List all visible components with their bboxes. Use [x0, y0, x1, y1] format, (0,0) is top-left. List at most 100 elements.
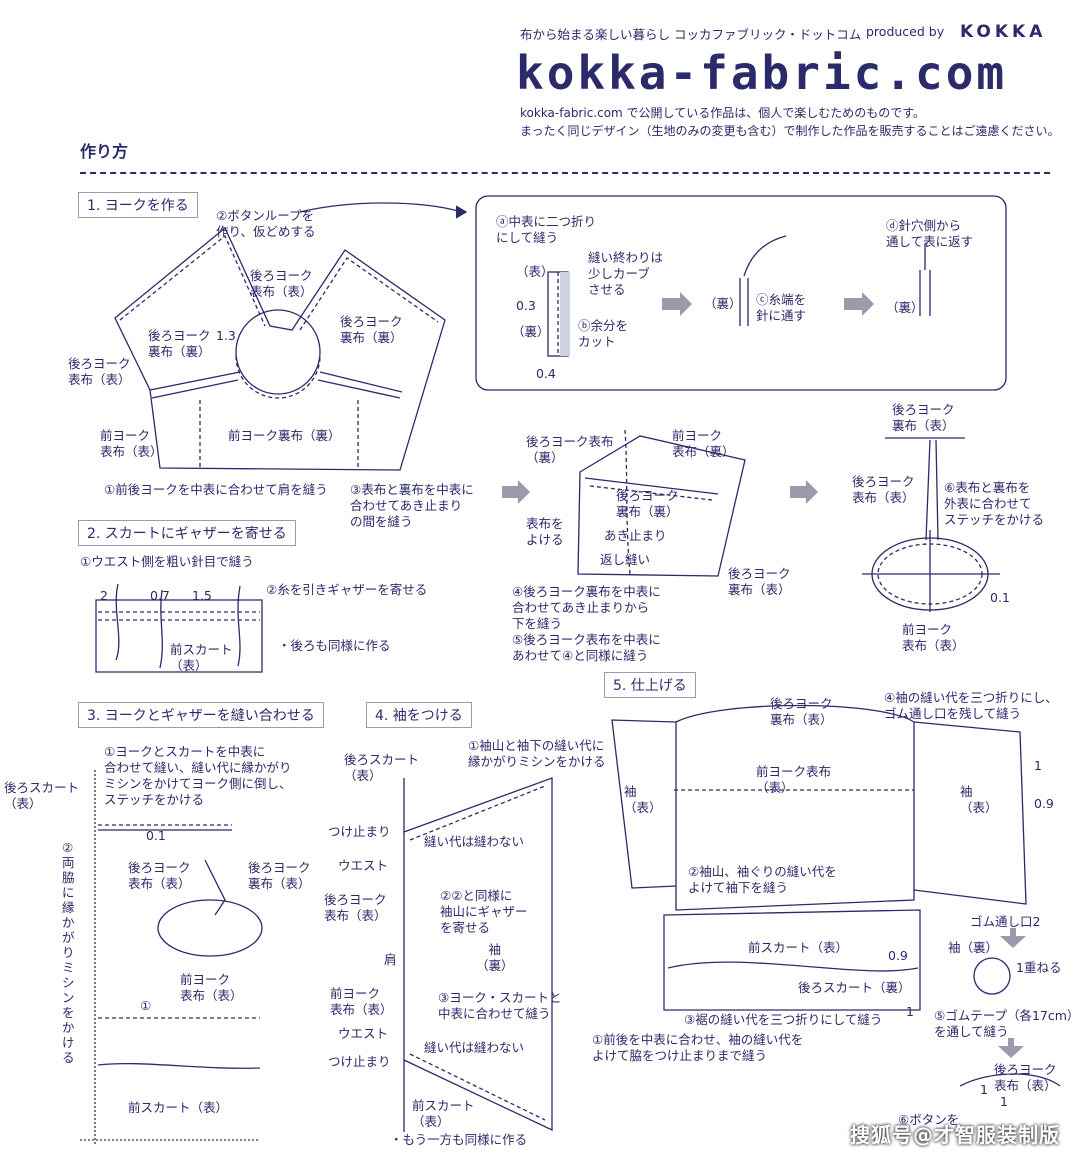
brand-name: KOKKA	[960, 22, 1047, 42]
label-front-yoke-outer: 前ヨーク 表布（表）	[100, 428, 163, 459]
step4-note3: ③ヨーク・スカートと 中表に合わせて縫う	[438, 990, 562, 1021]
loop-ura3: （裏）	[886, 300, 924, 315]
step3-front-yoke: 前ヨーク 表布（表）	[180, 972, 243, 1003]
section-title: 作り方	[80, 142, 129, 161]
step5-sleeve-left: 袖 （表）	[624, 784, 662, 815]
step4-note1: ①袖山と袖下の縫い代に 縁かがりミシンをかける	[468, 738, 606, 769]
loop-n04: 0.4	[536, 366, 556, 381]
fin-back-yoke-lining: 後ろヨーク 裏布（表）	[892, 402, 955, 433]
step5-n1c: 1	[980, 1082, 988, 1097]
step5-n1a: 1	[906, 1004, 914, 1019]
step4-note2: ②②と同様に 袖山にギャザー を寄せる	[440, 888, 528, 935]
step4-stop-top: つけ止まり	[328, 824, 391, 839]
step5-back-skirt: 後ろスカート（裏）	[798, 980, 911, 995]
step4-title: 4. 袖をつける	[366, 702, 472, 728]
loop-n03: 0.3	[516, 298, 536, 313]
step4-shoulder: 肩	[384, 952, 397, 967]
step4-waist-bottom: ウエスト	[338, 1026, 389, 1041]
step5-button: ⑥ボタンを	[898, 1112, 960, 1127]
step4-waist-top: ウエスト	[338, 858, 389, 873]
step5-sleeve-ura: 袖（裏）	[948, 940, 999, 955]
label-button-loop: ②ボタンループを 作り、仮どめする	[216, 208, 316, 239]
site-logo[interactable]: kokka-fabric.com	[516, 46, 1008, 100]
label-13: 1.3	[216, 328, 236, 343]
loop-detail-box	[475, 195, 1007, 391]
fin-front-yoke: 前ヨーク 表布（表）	[902, 622, 965, 653]
loop-c: ⓒ糸端を 針に通す	[756, 292, 807, 323]
step5-n09a: 0.9	[888, 948, 908, 963]
step3-back-yoke-outer: 後ろヨーク 表布（表）	[128, 860, 191, 891]
step1-title: 1. ヨークを作る	[78, 192, 198, 218]
loop-sewing-end: 縫い終わりは 少しカーブ させる	[588, 250, 664, 297]
step3-front-skirt: 前スカート（表）	[128, 1100, 229, 1115]
step4-back-skirt: 後ろスカート （表）	[344, 752, 420, 783]
loop-b: ⓑ余分を カット	[578, 318, 629, 349]
label-back-yoke-lining-left: 後ろヨーク 裏布（裏）	[148, 328, 211, 359]
loop-a: ⓐ中表に二つ折り にして縫う	[496, 214, 597, 245]
yoke-neckline	[235, 309, 321, 395]
step4-note-other: ・もう一方も同様に作る	[390, 1132, 528, 1147]
step5-title: 5. 仕上げる	[604, 672, 696, 698]
step3-n01: 0.1	[146, 828, 166, 843]
asm-backstitch: 返し縫い	[600, 552, 651, 567]
label-back-yoke-lining-right: 後ろヨーク 裏布（裏）	[340, 314, 403, 345]
notice-line-2: まったく同じデザイン（生地のみの変更も含む）で制作した作品を販売することはご遠慮…	[520, 124, 1060, 138]
arrow-to-loop	[299, 202, 463, 213]
step5-n1d: 1	[1000, 1094, 1008, 1109]
fin-note6: ⑥表布と裏布を 外表に合わせて ステッチをかける	[944, 480, 1045, 527]
asm-back-yoke-lining: 後ろヨーク 裏布（裏）	[616, 488, 679, 519]
step3-back-yoke-lining: 後ろヨーク 裏布（表）	[248, 860, 311, 891]
step3-note2: ②両脇に縁かがりミシンをかける	[62, 840, 75, 1065]
step2-n07: 0.7	[150, 588, 170, 603]
step5-back-yoke-lining: 後ろヨーク 裏布（表）	[770, 696, 833, 727]
divider	[80, 172, 1050, 174]
step1-note3: ③表布と裏布を中表に 合わせてあき止まり の間を縫う	[350, 482, 474, 529]
step3-mark1: ①	[140, 998, 152, 1013]
produced-by: produced by	[866, 24, 945, 39]
step2-n2: 2	[100, 588, 108, 603]
fin-back-yoke-outer: 後ろヨーク 表布（表）	[852, 474, 915, 505]
step5-elastic-opening: ゴム通し口2	[970, 914, 1041, 929]
asm-back-yoke-lining2: 後ろヨーク 裏布（表）	[728, 566, 791, 597]
step3-title: 3. ヨークとギャザーを縫い合わせる	[78, 702, 324, 728]
label-front-yoke-lining: 前ヨーク裏布（裏）	[228, 428, 341, 443]
step2-title: 2. スカートにギャザーを寄せる	[78, 520, 296, 546]
yoke-outline	[114, 226, 446, 471]
step5-note1: ①前後を中表に合わせ、袖の縫い代を よけて脇をつけ止まりまで縫う	[592, 1032, 804, 1063]
step1-note1: ①前後ヨークを中表に合わせて肩を縫う	[104, 482, 328, 497]
step5-note3: ③裾の縫い代を三つ折りにして縫う	[684, 1012, 883, 1027]
step2-n15: 1.5	[192, 588, 212, 603]
loop-ura2: （裏）	[704, 296, 742, 311]
step2-skirt: 前スカート （表）	[170, 642, 233, 673]
step4-front-yoke: 前ヨーク 表布（表）	[330, 986, 393, 1017]
loop-ura: （裏）	[512, 324, 550, 339]
step3-back-skirt: 後ろスカート （表）	[4, 780, 80, 811]
step5-note2: ②袖山、袖ぐりの縫い代を よけて袖下を縫う	[688, 864, 837, 895]
step3-note1: ①ヨークとスカートを中表に 合わせて縫い、縫い代に縁かがり ミシンをかけてヨーク…	[104, 744, 292, 807]
step5-n1b: 1	[1034, 758, 1042, 773]
step4-no-sew-top: 縫い代は縫わない	[424, 834, 525, 849]
step5-overlap: 1重ねる	[1016, 960, 1062, 975]
step5-front-yoke-outer: 前ヨーク表布 （表）	[756, 764, 832, 795]
asm-front-yoke-outer: 前ヨーク 表布（裏）	[672, 428, 735, 459]
step5-front-skirt: 前スカート（表）	[748, 940, 849, 955]
step2-note1: ①ウエスト側を粗い針目で縫う	[80, 554, 254, 569]
step5-back-yoke-outer: 後ろヨーク 表布（表）	[994, 1062, 1057, 1093]
step5-note5: ⑤ゴムテープ（各17cm） を通して縫う	[934, 1008, 1080, 1039]
step5-n09b: 0.9	[1034, 796, 1054, 811]
asm-note5: ⑤後ろヨーク表布を中表に あわせて④と同様に縫う	[512, 632, 661, 663]
fin-n01: 0.1	[990, 590, 1010, 605]
step4-no-sew-bottom: 縫い代は縫わない	[424, 1040, 525, 1055]
label-back-yoke-outer-top: 後ろヨーク 表布（表）	[250, 268, 313, 299]
asm-opening-end: あき止まり	[604, 528, 667, 543]
asm-move-outer: 表布を よける	[526, 516, 564, 547]
step4-front-skirt: 前スカート （表）	[412, 1098, 475, 1129]
step2-note2: ②糸を引きギャザーを寄せる	[266, 582, 428, 597]
loop-omote: （表）	[516, 264, 554, 279]
asm-back-yoke-outer: 後ろヨーク表布 （裏）	[526, 434, 614, 465]
loop-d: ⓓ針穴側から 通して表に返す	[886, 218, 974, 249]
step5-note4: ④袖の縫い代を三つ折りにし、 ゴム通し口を残して縫う	[884, 690, 1058, 721]
asm-note4: ④後ろヨーク裏布を中表に 合わせてあき止まりから 下を縫う	[512, 584, 661, 631]
label-back-yoke-outer-left: 後ろヨーク 表布（表）	[68, 356, 131, 387]
